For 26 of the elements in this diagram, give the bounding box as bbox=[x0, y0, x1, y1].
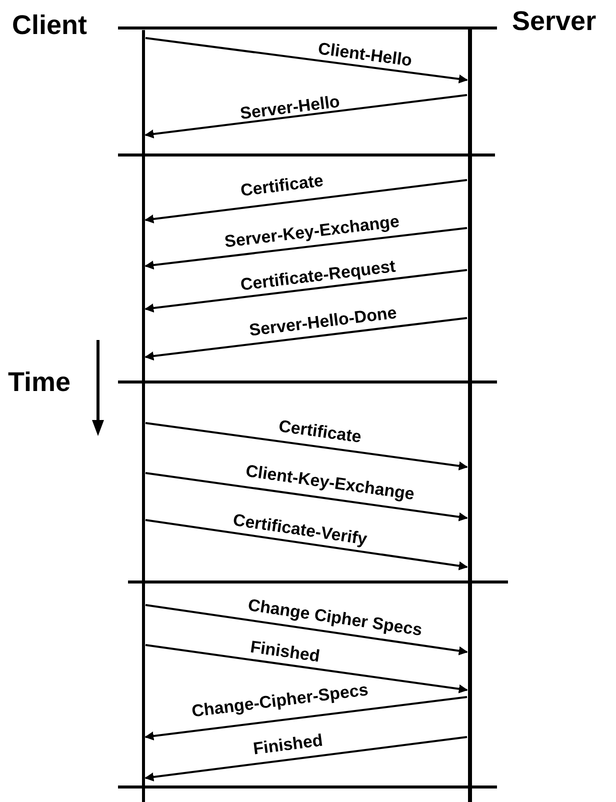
message-label: Certificate bbox=[278, 417, 362, 447]
axis-label: Time bbox=[8, 367, 71, 397]
message-arrow bbox=[144, 179, 468, 224]
message-label: Server-Hello-Done bbox=[248, 304, 398, 340]
message-arrow bbox=[145, 422, 468, 470]
message-label: Certificate bbox=[240, 172, 324, 200]
participant-label: Server bbox=[512, 6, 596, 36]
message-arrow bbox=[145, 37, 468, 84]
lifeline bbox=[468, 28, 472, 802]
message-label: Change Cipher Specs bbox=[246, 596, 424, 640]
participant-label: Client bbox=[12, 10, 88, 40]
message-arrow bbox=[144, 227, 468, 270]
message-arrow bbox=[144, 94, 468, 138]
message-arrow bbox=[145, 644, 468, 694]
message-arrow bbox=[144, 736, 468, 782]
message-arrow bbox=[144, 317, 468, 360]
message-arrow bbox=[145, 472, 468, 522]
lifeline bbox=[142, 30, 144, 802]
message-label: Finished bbox=[249, 638, 321, 666]
message-label: Server-Hello bbox=[239, 92, 341, 124]
message-label: Finished bbox=[252, 732, 324, 758]
message-arrow bbox=[144, 269, 468, 312]
message-arrow bbox=[145, 519, 468, 570]
message-arrow bbox=[145, 604, 468, 656]
message-arrow bbox=[144, 696, 468, 740]
message-label: Client-Hello bbox=[317, 40, 413, 70]
